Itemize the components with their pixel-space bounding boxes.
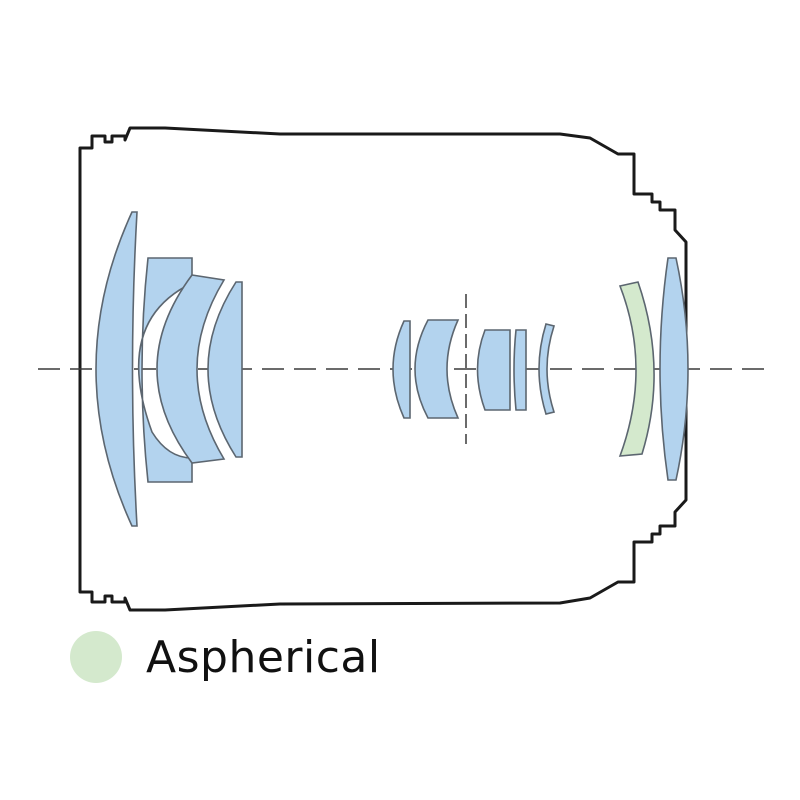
- lens-element-rear-lens: [659, 257, 689, 481]
- aspherical-swatch: [70, 631, 122, 683]
- lens-element-group3-lens-2: [513, 329, 527, 411]
- lens-element-group2-lens-1: [392, 320, 411, 419]
- lens-barrel-outline: [78, 126, 688, 612]
- lens-element-group3-lens-1: [476, 329, 511, 411]
- lens-element-group1-lens-3: [156, 274, 226, 464]
- lens-element-group1-lens-4: [207, 281, 243, 458]
- legend-label-aspherical: Aspherical: [146, 631, 381, 683]
- lens-element-rear-aspherical: [618, 281, 655, 457]
- lens-element-group2-lens-2: [414, 319, 460, 419]
- legend: Aspherical: [70, 622, 381, 692]
- lens-element-group1-lens-2: [137, 257, 193, 483]
- lens-element-group3-lens-3: [538, 323, 556, 415]
- lens-element-front-meniscus: [95, 211, 138, 527]
